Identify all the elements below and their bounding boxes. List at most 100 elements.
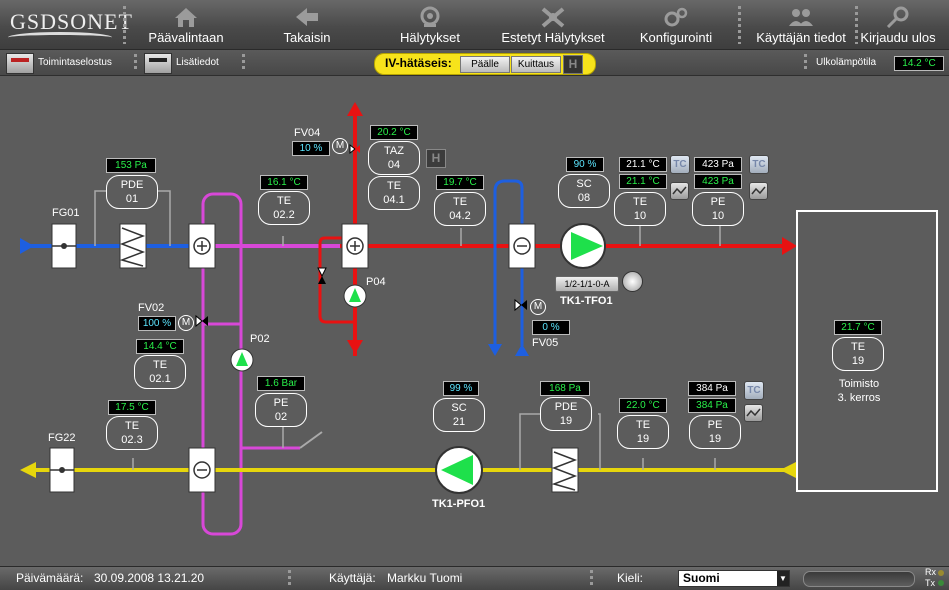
language-selected: Suomi <box>683 571 720 585</box>
emergency-stop-label: IV-hätäseis: <box>385 56 452 70</box>
sensor-name: TAZ <box>384 145 404 157</box>
status-separator <box>288 570 291 587</box>
pe10-tc-button[interactable]: TC <box>749 155 769 174</box>
te042-sensor[interactable]: TE 04.2 <box>434 192 486 226</box>
sensor-num: 02.3 <box>121 434 143 446</box>
sensor-num: 02.1 <box>149 373 171 385</box>
pe19-trend-icon[interactable] <box>744 404 763 422</box>
report-icon[interactable] <box>6 53 34 74</box>
back-arrow-icon <box>296 8 318 26</box>
te021-value: 14.4 °C <box>136 339 184 354</box>
emergency-hand-button[interactable]: H <box>563 55 583 74</box>
sensor-num: 01 <box>125 193 139 205</box>
te042-value: 19.7 °C <box>436 175 484 190</box>
p02-label: P02 <box>250 333 270 345</box>
sc08-sensor[interactable]: SC 08 <box>558 174 610 208</box>
sensor-name: TE <box>632 196 648 208</box>
pde01-sensor[interactable]: PDE 01 <box>106 175 158 209</box>
te021-sensor[interactable]: TE 02.1 <box>134 355 186 389</box>
te10-tc-button[interactable]: TC <box>670 155 690 174</box>
status-separator <box>590 570 593 587</box>
nav-home-label: Päävalintaan <box>148 30 224 45</box>
te10-sensor[interactable]: TE 10 <box>614 192 666 226</box>
sensor-num: 19 <box>636 433 650 445</box>
sensor-name: PE <box>710 196 726 208</box>
emergency-on-button[interactable]: Päälle <box>460 56 510 73</box>
pe10-trend-icon[interactable] <box>749 182 768 200</box>
fv05-valve-icon <box>521 300 527 310</box>
taz04-value: 20.2 °C <box>370 125 418 140</box>
report-button[interactable]: Toimintaselostus <box>38 57 112 68</box>
te19a-sensor[interactable]: TE 19 <box>617 415 669 449</box>
sensor-name: PDE <box>554 401 578 413</box>
fv02-value: 100 % <box>138 316 176 331</box>
sensor-num: 19 <box>851 355 865 367</box>
fg22-label: FG22 <box>48 432 76 444</box>
sensor-name: TE <box>386 180 402 192</box>
room-floor: 3. kerros <box>837 392 881 404</box>
room-temp-value: 21.7 °C <box>834 320 882 335</box>
pe10-value2: 423 Pa <box>694 174 742 189</box>
sc21-sensor[interactable]: SC 21 <box>433 398 485 432</box>
outdoor-temp-value: 14.2 °C <box>894 56 944 71</box>
sensor-name: PE <box>273 397 289 409</box>
te023-sensor[interactable]: TE 02.3 <box>106 416 158 450</box>
exhaust-arrow-icon <box>20 462 36 478</box>
sensor-num: 21 <box>452 416 466 428</box>
language-select[interactable]: Suomi ▼ <box>678 570 790 587</box>
cooling-water-pipe <box>493 179 524 346</box>
fv02-motor[interactable]: M <box>178 315 194 331</box>
emergency-ack-button[interactable]: Kuittaus <box>511 56 561 73</box>
room-te19-sensor[interactable]: TE 19 <box>832 337 884 371</box>
fg01-label: FG01 <box>52 207 80 219</box>
gears-icon <box>664 7 688 27</box>
heating-valve-icon <box>318 276 326 284</box>
pe19-sensor[interactable]: PE 19 <box>689 415 741 449</box>
pe10-sensor[interactable]: PE 10 <box>692 192 744 226</box>
sensor-name: TE <box>850 341 866 353</box>
tfo-mode-selector[interactable]: 1/2-1/1-0-A <box>555 276 619 292</box>
tx-led-icon <box>938 580 944 586</box>
te10-trend-icon[interactable] <box>670 182 689 200</box>
nav-blocked-alarms-button[interactable]: Estetyt Hälytykset <box>494 2 612 48</box>
status-bar: Päivämäärä: 30.09.2008 13.21.20 Käyttäjä… <box>0 566 949 590</box>
chevron-down-icon[interactable]: ▼ <box>777 571 789 586</box>
fv04-value: 10 % <box>292 141 330 156</box>
logo-swoosh <box>8 32 112 43</box>
nav-alarms-button[interactable]: Hälytykset <box>385 2 475 48</box>
nav-logout-button[interactable]: Kirjaudu ulos <box>858 2 938 48</box>
room-box <box>796 210 938 492</box>
exhaust-filter <box>551 447 579 493</box>
nav-home-button[interactable]: Päävalintaan <box>138 2 234 48</box>
subbar-separator <box>134 54 137 71</box>
sc21-value: 99 % <box>443 381 479 396</box>
pde19-sensor[interactable]: PDE 19 <box>540 397 592 431</box>
process-diagram <box>20 102 938 536</box>
sensor-name: TE <box>124 420 140 432</box>
sensor-num: 08 <box>577 192 591 204</box>
nav-configuration-button[interactable]: Konfigurointi <box>630 2 722 48</box>
pfo-label: TK1-PFO1 <box>432 498 486 510</box>
supply-filter <box>119 223 147 269</box>
sensor-name: TE <box>635 419 651 431</box>
info-icon[interactable] <box>144 53 172 74</box>
fv05-motor[interactable]: M <box>530 299 546 315</box>
rx-led-icon <box>938 570 944 576</box>
nav-separator <box>123 6 126 44</box>
pe19-tc-button[interactable]: TC <box>744 381 764 400</box>
taz04-hand-button[interactable]: H <box>426 149 446 168</box>
te041-sensor[interactable]: TE 04.1 <box>368 176 420 210</box>
rx-label: Rx <box>925 567 936 577</box>
sensor-name: TE <box>152 359 168 371</box>
nav-back-button[interactable]: Takaisin <box>262 2 352 48</box>
speed-gauge-icon[interactable] <box>622 271 643 292</box>
outdoor-temp-label: Ulkolämpötila <box>816 57 877 68</box>
pe02-sensor[interactable]: PE 02 <box>255 393 307 427</box>
sensor-name: SC <box>576 178 592 190</box>
fv04-motor[interactable]: M <box>332 138 348 154</box>
nav-user-info-button[interactable]: Käyttäjän tiedot <box>750 2 852 48</box>
info-button[interactable]: Lisätiedot <box>176 57 219 68</box>
te022-sensor[interactable]: TE 02.2 <box>258 191 310 225</box>
pe19-value2: 384 Pa <box>688 398 736 413</box>
taz04-sensor[interactable]: TAZ 04 <box>368 141 420 175</box>
